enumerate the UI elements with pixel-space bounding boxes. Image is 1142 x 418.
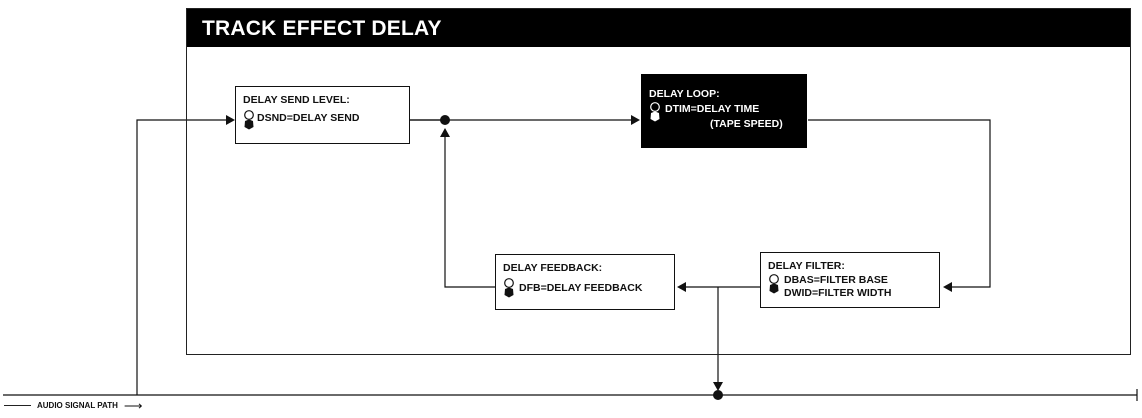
knob-icon	[650, 102, 660, 122]
delay-feedback-title: DELAY FEEDBACK:	[503, 262, 603, 274]
dbas-param: DBAS=FILTER BASE	[784, 274, 888, 286]
arrow-right-icon	[226, 115, 235, 125]
delay-loop-block: DELAY LOOP: DTIM=DELAY TIME (TAPE SPEED)	[641, 74, 807, 148]
knob-icon	[504, 278, 514, 298]
dsnd-param: DSND=DELAY SEND	[257, 112, 360, 124]
send-input-line	[136, 119, 226, 395]
delay-send-title: DELAY SEND LEVEL:	[243, 94, 350, 106]
arrow-right-icon: ⟶	[123, 397, 143, 413]
junction-dot-icon	[713, 390, 723, 400]
audio-signal-path-label: AUDIO SIGNAL PATH ⟶	[0, 397, 143, 413]
delay-send-block: DELAY SEND LEVEL: DSND=DELAY SEND	[235, 86, 410, 144]
junction-dot-icon	[440, 115, 450, 125]
arrow-down-icon	[713, 382, 723, 391]
dwid-param: DWID=FILTER WIDTH	[784, 287, 892, 299]
delay-loop-title: DELAY LOOP:	[649, 88, 720, 100]
delay-feedback-block: DELAY FEEDBACK: DFB=DELAY FEEDBACK	[495, 254, 675, 310]
loop-to-filter-line	[808, 119, 991, 288]
arrow-left-icon	[943, 282, 952, 292]
dtim-param: DTIM=DELAY TIME	[665, 103, 760, 115]
knob-icon	[244, 110, 254, 130]
dfb-param: DFB=DELAY FEEDBACK	[519, 282, 643, 294]
track-effect-delay-panel: TRACK EFFECT DELAY	[186, 8, 1131, 355]
delay-filter-block: DELAY FILTER: DBAS=FILTER BASE DWID=FILT…	[760, 252, 940, 308]
feedback-return-line	[444, 135, 495, 288]
dtim-param-note: (TAPE SPEED)	[710, 118, 783, 130]
knob-icon	[769, 274, 779, 294]
delay-filter-title: DELAY FILTER:	[768, 260, 845, 272]
arrow-left-icon	[677, 282, 686, 292]
label-rule	[4, 405, 31, 406]
arrow-up-icon	[440, 128, 450, 137]
audio-signal-path-text: AUDIO SIGNAL PATH	[37, 401, 118, 410]
arrow-right-icon	[631, 115, 640, 125]
panel-title: TRACK EFFECT DELAY	[187, 9, 1130, 47]
